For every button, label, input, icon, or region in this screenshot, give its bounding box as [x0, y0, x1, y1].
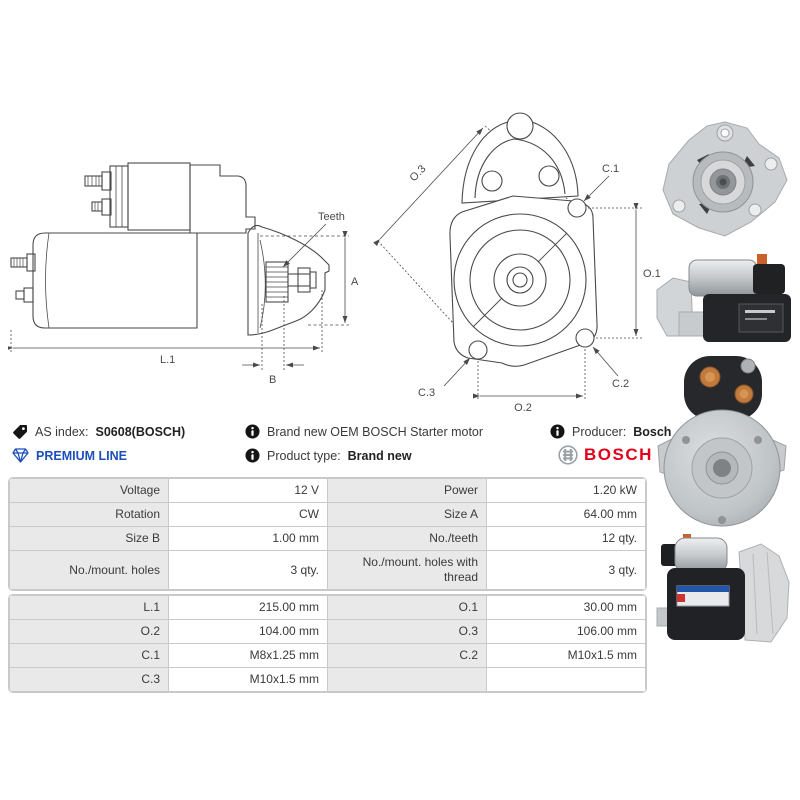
spec-label-cell: C.3 [9, 667, 169, 692]
spec-label-cell: Size A [327, 502, 487, 527]
info-icon [245, 448, 260, 463]
dim-label-o3: O.3 [408, 163, 429, 184]
producer-value: Bosch [633, 424, 672, 439]
c1-label: C.1 [602, 163, 619, 175]
spec-value-cell: 3 qty. [486, 550, 646, 590]
spec-value-cell: 30.00 mm [486, 595, 646, 620]
table-row: Size B 1.00 mm No./teeth 12 qty. [9, 526, 646, 551]
spec-label-cell: No./teeth [327, 526, 487, 551]
table-row: L.1 215.00 mm O.1 30.00 mm [9, 595, 646, 620]
rear-photo-illustration [657, 356, 787, 527]
dim-label-o2: O.2 [514, 402, 532, 414]
flange-photo-illustration [662, 121, 788, 237]
spec-value-cell: 12 qty. [486, 526, 646, 551]
spec-value-cell: 12 V [168, 478, 328, 503]
table-row: C.3 M10x1.5 mm [9, 667, 646, 692]
spec-label-cell: No./mount. holes [9, 550, 169, 590]
as-index-label: AS index: [35, 425, 89, 439]
description-row: Brand new OEM BOSCH Starter motor [245, 424, 483, 439]
spec-value-cell: 1.00 mm [168, 526, 328, 551]
table-row: Rotation CW Size A 64.00 mm [9, 502, 646, 527]
spec-label-cell: No./mount. holes with thread [327, 550, 487, 590]
spec-value-cell: 215.00 mm [168, 595, 328, 620]
dim-line-o2 [472, 349, 586, 401]
angle-photo-illustration [656, 534, 790, 643]
side-photo-illustration [656, 254, 791, 342]
product-photo-angle[interactable] [653, 534, 795, 657]
diamond-icon [12, 448, 29, 463]
as-index-row: AS index: S0608(BOSCH) [12, 424, 185, 440]
as-index-value: S0608(BOSCH) [95, 425, 186, 439]
table-row: Voltage 12 V Power 1.20 kW [9, 478, 646, 503]
info-icon [550, 424, 565, 439]
spec-value-cell: M8x1.25 mm [168, 643, 328, 668]
bosch-brand-logo: BOSCH [558, 445, 653, 465]
product-type-value: Brand new [347, 448, 412, 463]
dim-line-l1 [8, 290, 323, 354]
product-type-row: Product type: Brand new [245, 448, 412, 463]
spec-label-cell: Rotation [9, 502, 169, 527]
spec-label-cell: C.1 [9, 643, 169, 668]
spec-label-cell [327, 667, 487, 692]
c1-leader-line [583, 175, 610, 202]
spec-label-cell: Size B [9, 526, 169, 551]
front-view-technical-drawing: O.3 C.1 O.1 C.2 C.3 O.2 [373, 112, 661, 414]
table-row: C.1 M8x1.25 mm C.2 M10x1.5 mm [9, 643, 646, 668]
product-photo-flange[interactable] [655, 118, 795, 255]
spec-table-section-1: Voltage 12 V Power 1.20 kW Rotation CW S… [8, 477, 647, 591]
spec-label-cell: O.1 [327, 595, 487, 620]
spec-value-cell: CW [168, 502, 328, 527]
product-photo-side[interactable] [653, 252, 800, 351]
starter-motor-side-outline [10, 162, 330, 336]
dim-label-a: A [351, 276, 359, 288]
tag-icon [13, 425, 27, 439]
spec-label-cell: O.3 [327, 619, 487, 644]
spec-value-cell: 104.00 mm [168, 619, 328, 644]
premium-line-row: PREMIUM LINE [12, 448, 127, 463]
producer-label: Producer: [572, 424, 627, 439]
starter-motor-front-outline [449, 112, 598, 367]
producer-row: Producer: Bosch [550, 424, 671, 439]
spec-value-cell: 64.00 mm [486, 502, 646, 527]
side-view-technical-drawing: A Teeth L.1 B [8, 162, 359, 386]
product-photo-rear[interactable] [652, 350, 792, 535]
spec-label-cell: O.2 [9, 619, 169, 644]
dim-label-l1: L.1 [160, 354, 175, 366]
c3-leader-line [443, 357, 471, 387]
table-row: No./mount. holes 3 qty. No./mount. holes… [9, 550, 646, 590]
table-row: O.2 104.00 mm O.3 106.00 mm [9, 619, 646, 644]
c2-leader-line [592, 346, 619, 377]
spec-label-cell: Power [327, 478, 487, 503]
spec-label-cell: L.1 [9, 595, 169, 620]
spec-value-cell: 3 qty. [168, 550, 328, 590]
c3-label: C.3 [418, 387, 435, 399]
description-text: Brand new OEM BOSCH Starter motor [267, 424, 484, 439]
dim-line-o1 [588, 202, 642, 339]
dim-line-b [242, 296, 304, 370]
spec-table-section-2: L.1 215.00 mm O.1 30.00 mm O.2 104.00 mm… [8, 594, 647, 693]
dim-label-b: B [269, 374, 276, 386]
spec-value-cell: 1.20 kW [486, 478, 646, 503]
spec-label-cell: Voltage [9, 478, 169, 503]
premium-line-label: PREMIUM LINE [36, 448, 127, 463]
teeth-label: Teeth [318, 211, 345, 223]
info-icon [245, 424, 260, 439]
c2-label: C.2 [612, 378, 629, 390]
spec-value-cell: M10x1.5 mm [486, 643, 646, 668]
spec-value-cell: 106.00 mm [486, 619, 646, 644]
spec-table: Voltage 12 V Power 1.20 kW Rotation CW S… [8, 477, 647, 696]
spec-value-cell [486, 667, 646, 692]
dim-label-o1: O.1 [643, 268, 661, 280]
spec-value-cell: M10x1.5 mm [168, 667, 328, 692]
spec-label-cell: C.2 [327, 643, 487, 668]
teeth-leader-line [282, 223, 327, 268]
product-type-label: Product type: [267, 448, 341, 463]
bosch-armature-icon [558, 445, 578, 465]
bosch-logo-text: BOSCH [584, 445, 653, 464]
dim-line-a [260, 230, 349, 326]
